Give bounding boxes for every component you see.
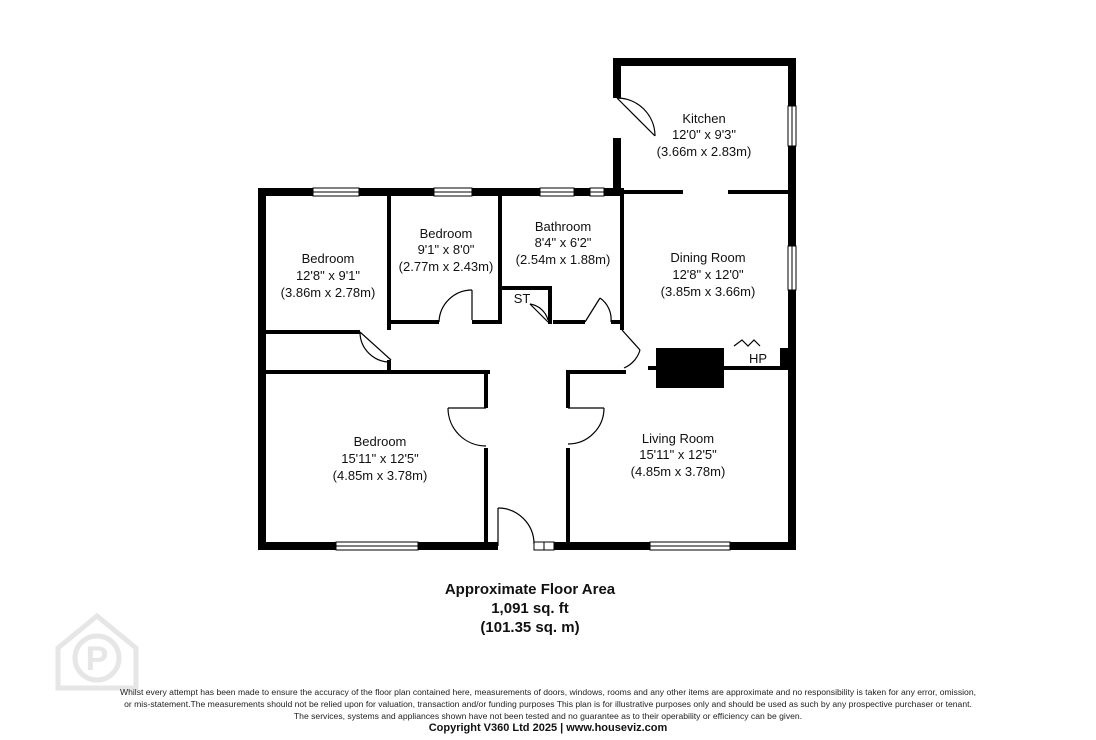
- disclaimer-line-3: The services, systems and appliances sho…: [293, 711, 803, 721]
- kitchen-metric: (3.66m x 2.83m): [657, 144, 752, 159]
- dining-room-name: Dining Room: [670, 250, 745, 265]
- floor-plan: Kitchen 12'0" x 9'3" (3.66m x 2.83m) Bed…: [258, 58, 797, 551]
- floor-area-sqft: 1,091 sq. ft: [491, 600, 569, 617]
- heat-pump-label: HP: [749, 351, 767, 366]
- bedroom-main-metric: (4.85m x 3.78m): [333, 468, 428, 483]
- store-label: ST: [514, 291, 531, 306]
- bedroom-left-imperial: 12'8" x 9'1": [296, 268, 360, 283]
- kitchen-name: Kitchen: [682, 111, 725, 126]
- bedroom-small-imperial: 9'1" x 8'0": [418, 242, 475, 257]
- living-room-label: Living Room 15'11" x 12'5" (4.85m x 3.78…: [631, 431, 726, 479]
- bedroom-small-label: Bedroom 9'1" x 8'0" (2.77m x 2.43m): [399, 226, 494, 274]
- floor-area-sqm: (101.35 sq. m): [480, 619, 580, 636]
- kitchen-label: Kitchen 12'0" x 9'3" (3.66m x 2.83m): [657, 111, 752, 159]
- bedroom-main-label: Bedroom 15'11" x 12'5" (4.85m x 3.78m): [333, 434, 428, 483]
- bedroom-left-label: Bedroom 12'8" x 9'1" (3.86m x 2.78m): [281, 251, 376, 300]
- bedroom-left-name: Bedroom: [302, 251, 355, 266]
- bedroom-left-metric: (3.86m x 2.78m): [281, 285, 376, 300]
- living-room-name: Living Room: [642, 431, 714, 446]
- doors: [359, 97, 761, 546]
- bedroom-main-imperial: 15'11" x 12'5": [341, 451, 419, 466]
- kitchen-imperial: 12'0" x 9'3": [672, 127, 736, 142]
- bathroom-metric: (2.54m x 1.88m): [516, 252, 611, 267]
- window-centre-lines: [313, 106, 793, 550]
- living-room-imperial: 15'11" x 12'5": [639, 447, 717, 462]
- disclaimer-line-2: or mis-statement.The measurements should…: [124, 699, 972, 709]
- bedroom-small-metric: (2.77m x 2.43m): [399, 259, 494, 274]
- dining-room-metric: (3.85m x 3.66m): [661, 284, 756, 299]
- bathroom-name: Bathroom: [535, 219, 591, 234]
- windows: [312, 105, 797, 551]
- living-room-metric: (4.85m x 3.78m): [631, 464, 726, 479]
- bathroom-label: Bathroom 8'4" x 6'2" (2.54m x 1.88m): [516, 219, 611, 267]
- property-logo-watermark: P: [55, 612, 139, 691]
- bedroom-main-name: Bedroom: [354, 434, 407, 449]
- disclaimer-line-1: Whilst every attempt has been made to en…: [120, 687, 976, 697]
- copyright-text: Copyright V360 Ltd 2025 | www.houseviz.c…: [428, 722, 668, 734]
- dining-room-imperial: 12'8" x 12'0": [672, 267, 744, 282]
- bathroom-imperial: 8'4" x 6'2": [535, 235, 592, 250]
- dining-room-label: Dining Room 12'8" x 12'0" (3.85m x 3.66m…: [661, 250, 756, 299]
- watermark-letter: P: [86, 640, 109, 678]
- bedroom-small-name: Bedroom: [420, 226, 473, 241]
- floor-area-title: Approximate Floor Area: [444, 581, 616, 598]
